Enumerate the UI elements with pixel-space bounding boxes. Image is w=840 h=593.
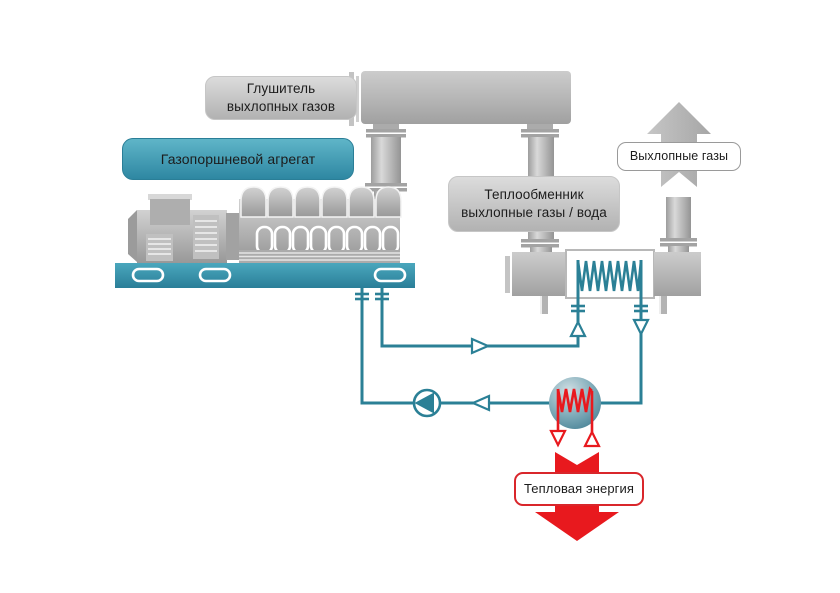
heat-exchanger-coil-icon: [576, 260, 643, 292]
circulation-pump-icon: [412, 388, 442, 418]
water-circuit-piping: [355, 260, 650, 412]
engine-base-skid: [115, 263, 415, 288]
label-heat-exchanger-line1: Теплообменник: [484, 186, 584, 202]
exhaust-stack-icon: [647, 102, 711, 254]
heat-out-arrow-icon: [549, 429, 567, 448]
label-thermal-energy: Тепловая энергия: [514, 472, 644, 506]
label-muffler-line2: выхлопных газов: [226, 99, 336, 114]
flow-arrow-right-icon: [470, 337, 491, 355]
flow-arrow-left-icon: [470, 394, 491, 412]
exhaust-muffler-icon: [349, 71, 571, 138]
gas-piston-engine-icon: [115, 186, 415, 288]
label-muffler: Глушитель выхлопных газов: [205, 76, 357, 120]
flow-arrow-up-icon: [569, 319, 587, 338]
label-muffler-line1: Глушитель: [246, 80, 316, 96]
heat-consumer-exchanger-icon: [549, 377, 601, 448]
label-engine-unit: Газопоршневой агрегат: [122, 138, 354, 180]
label-exhaust-gases: Выхлопные газы: [617, 142, 741, 171]
label-exhaust-gases-text: Выхлопные газы: [629, 149, 729, 164]
label-heat-exchanger-line2: выхлопные газы / вода: [461, 205, 607, 220]
label-heat-exchanger: Теплообменник выхлопные газы / вода: [448, 176, 620, 232]
exhaust-water-heat-exchanger-icon: [505, 249, 701, 314]
label-thermal-energy-text: Тепловая энергия: [524, 481, 634, 497]
label-engine-unit-text: Газопоршневой агрегат: [160, 150, 316, 167]
heat-return-arrow-icon: [583, 429, 601, 448]
flow-arrow-down-icon: [632, 318, 650, 337]
